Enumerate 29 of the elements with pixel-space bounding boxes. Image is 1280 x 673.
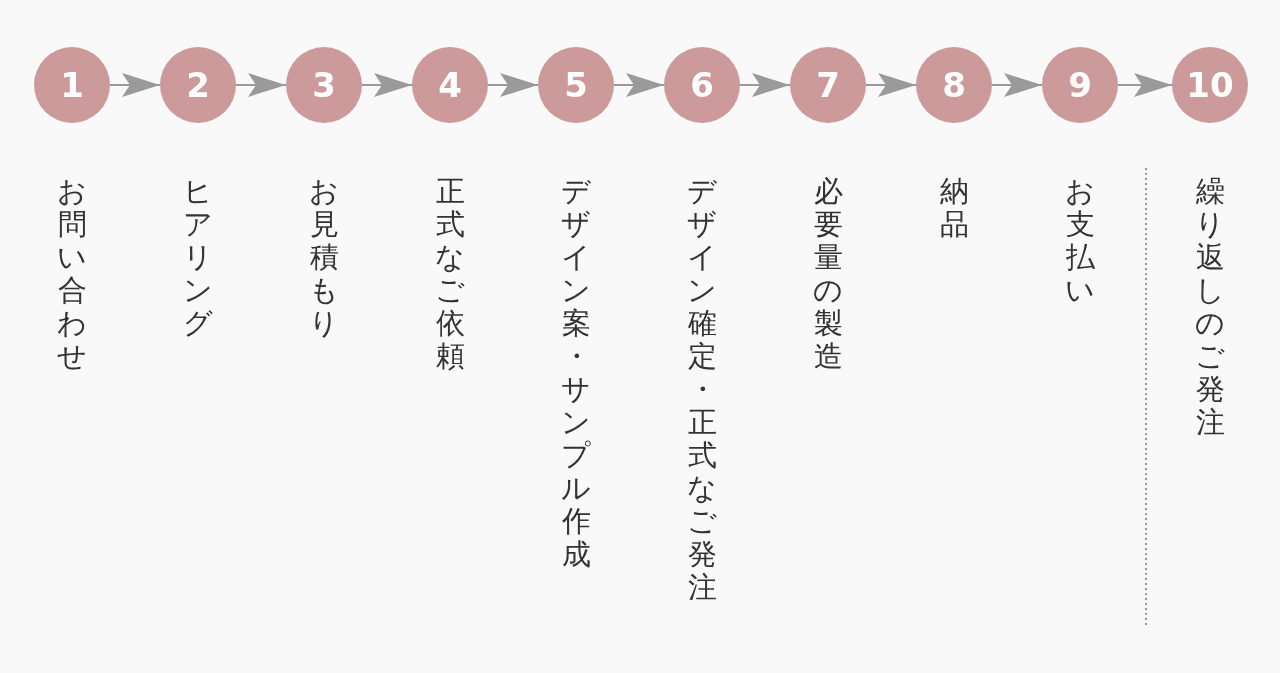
step-label: お見積もり xyxy=(308,175,340,340)
step-label: 必要量の製造 xyxy=(812,175,844,373)
step-circle: 1 xyxy=(34,47,110,123)
step-label: お問い合わせ xyxy=(56,175,88,373)
step-label: 納品 xyxy=(938,175,970,241)
step-circle: 2 xyxy=(160,47,236,123)
arrow xyxy=(865,73,917,97)
step-circle: 6 xyxy=(664,47,740,123)
step-label: ヒアリング xyxy=(182,175,214,340)
step-circle: 5 xyxy=(538,47,614,123)
step-circle: 7 xyxy=(790,47,866,123)
arrow xyxy=(991,73,1043,97)
step-circle: 10 xyxy=(1172,47,1248,123)
arrow xyxy=(1117,73,1173,97)
arrow xyxy=(109,73,161,97)
arrow xyxy=(613,73,665,97)
step-circle: 9 xyxy=(1042,47,1118,123)
step-circle: 4 xyxy=(412,47,488,123)
step-circle: 8 xyxy=(916,47,992,123)
step-label: 繰り返しのご発注 xyxy=(1194,175,1226,439)
step-label: 正式なご依頼 xyxy=(434,175,466,373)
arrow xyxy=(235,73,287,97)
step-label: デザイン確定・正式なご発注 xyxy=(686,175,718,604)
arrow xyxy=(739,73,791,97)
step-circle: 3 xyxy=(286,47,362,123)
arrow xyxy=(361,73,413,97)
step-label: お支払い xyxy=(1064,175,1096,307)
step-label: デザイン案・サンプル作成 xyxy=(560,175,592,571)
arrow xyxy=(487,73,539,97)
